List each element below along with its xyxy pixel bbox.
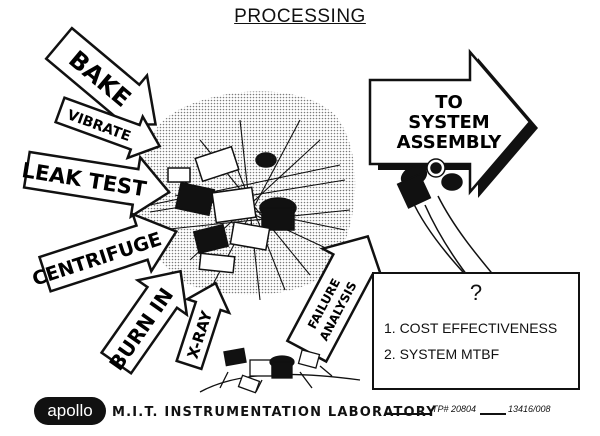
page-title: PROCESSING bbox=[234, 6, 366, 27]
debris-pile bbox=[199, 347, 361, 394]
transistor-cluster bbox=[167, 145, 297, 274]
question-mark: ? bbox=[469, 280, 483, 305]
footer-ref-2: 13416/008 bbox=[508, 404, 551, 414]
footer-rule-1 bbox=[386, 413, 430, 415]
to-label: TO bbox=[435, 92, 463, 113]
question-item-1: 1. COST EFFECTIVENESS bbox=[384, 320, 558, 336]
question-item-2: 2. SYSTEM MTBF bbox=[384, 346, 500, 362]
system-label: SYSTEM bbox=[408, 112, 489, 133]
lab-name: M.I.T. INSTRUMENTATION LABORATORY bbox=[112, 405, 437, 420]
assembly-label: ASSEMBLY bbox=[397, 132, 503, 153]
footer-ref-1: TP# 20804 bbox=[432, 404, 477, 414]
footer-rule-2 bbox=[480, 413, 506, 415]
system-assembly-arrow: TO SYSTEM ASSEMBLY bbox=[368, 48, 538, 198]
question-box: ? 1. COST EFFECTIVENESS 2. SYSTEM MTBF bbox=[372, 272, 580, 390]
apollo-logo: apollo bbox=[34, 397, 106, 425]
